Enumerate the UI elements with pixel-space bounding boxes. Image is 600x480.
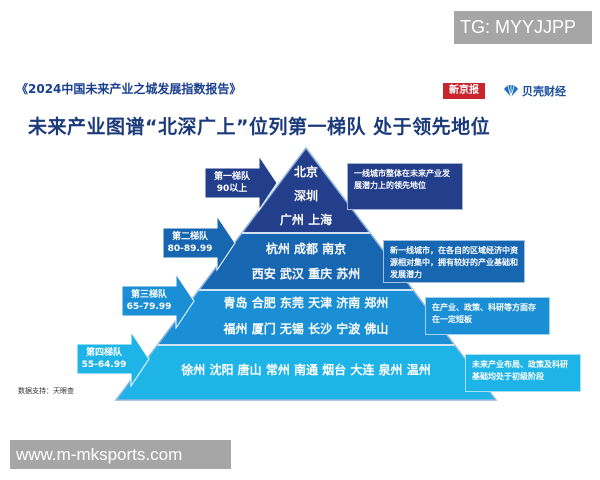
tg-watermark-label: TG: MYYJJPP <box>454 11 592 44</box>
beike-caijing-text: 贝壳财经 <box>522 85 566 98</box>
data-source: 数据支持：天眼查 <box>18 387 74 395</box>
tier-name: 第二梯队 <box>171 232 208 242</box>
tier-label: 第三梯队 65-79.99 <box>122 289 176 313</box>
tier-arrow-4 <box>76 330 150 388</box>
page-title: 未来产业图谱“北深广上”位列第一梯队 处于领先地位 <box>28 116 491 138</box>
tier-arrow-2 <box>162 214 236 272</box>
report-title: 《2024中国未来产业之城发展指数报告》 <box>16 82 242 96</box>
tier-label: 第四梯队 55-64.99 <box>77 347 131 371</box>
xinjingbao-logo: 新京报 <box>443 83 485 99</box>
tier-city-line: 西安 武汉 重庆 苏州 <box>251 267 361 281</box>
tier-arrow-3 <box>121 272 195 330</box>
tier-arrow-1 <box>204 154 278 212</box>
tier-score-range: 65-79.99 <box>126 302 172 312</box>
shell-icon <box>504 85 518 98</box>
tier-city-line: 福州 厦门 无锡 长沙 宁波 佛山 <box>223 322 389 336</box>
tier-label: 第二梯队 80-89.99 <box>163 231 217 255</box>
tier-name: 第四梯队 <box>85 348 122 358</box>
tier-city-line: 徐州 沈阳 唐山 常州 南通 烟台 大连 泉州 温州 <box>181 363 431 377</box>
tier-city-line: 青岛 合肥 东莞 天津 济南 郑州 <box>223 296 389 310</box>
tier-description: 一线城市整体在未来产业发展潜力上的领先地位 <box>347 163 463 210</box>
beike-caijing-logo: 贝壳财经 <box>503 83 566 99</box>
tier-description: 新一线城市，在各自的区域经济中资源相对集中，拥有较好的产业基础和发展潜力 <box>383 240 525 283</box>
tier-description: 在产业、政策、科研等方面存在一定短板 <box>425 297 550 335</box>
site-watermark-label: www.m-mksports.com <box>10 440 231 469</box>
tier-score-range: 55-64.99 <box>81 360 127 370</box>
tier-city-line: 北京 <box>293 165 318 179</box>
tier-description: 未来产业布局、政策及科研基础均处于初级阶段 <box>465 354 581 392</box>
tier-label: 第一梯队 90以上 <box>205 171 259 195</box>
tier-city-line: 杭州 成都 南京 <box>265 242 347 256</box>
tier-city-line: 深圳 <box>293 189 318 203</box>
tier-score-range: 80-89.99 <box>167 244 213 254</box>
tier-name: 第一梯队 <box>213 172 250 182</box>
tier-city-line: 广州 上海 <box>279 213 333 227</box>
tier-name: 第三梯队 <box>130 290 167 300</box>
tier-score-range: 90以上 <box>216 184 248 194</box>
